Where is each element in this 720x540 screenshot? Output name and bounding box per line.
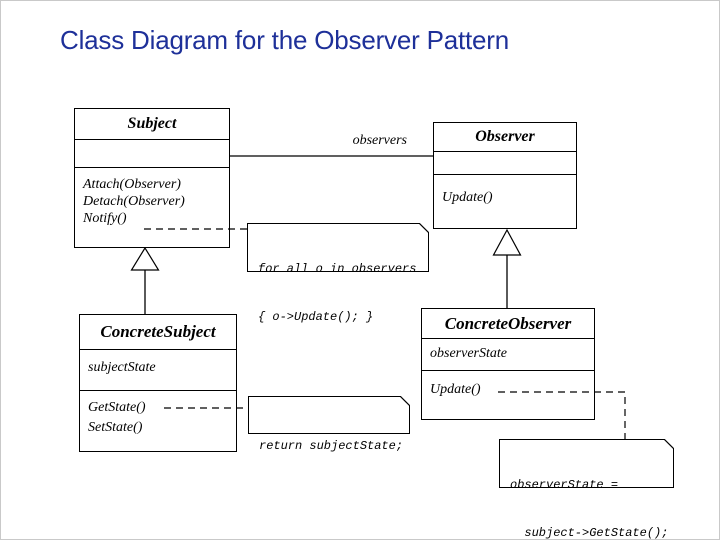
- class-name-subject: Subject: [75, 109, 229, 140]
- class-box-observer: Observer Update(): [433, 122, 577, 229]
- class-attributes-concrete-observer: observerState: [422, 339, 594, 371]
- note-notify-behavior: for all o in observers { o->Update(); }: [247, 223, 429, 324]
- class-methods-concrete-subject: GetState() SetState(): [80, 391, 236, 451]
- class-methods-concrete-observer: Update(): [422, 371, 594, 419]
- inheritance-triangle-icon: [130, 246, 160, 271]
- note-dogear-icon: [400, 396, 410, 406]
- class-attributes-subject: [75, 140, 229, 168]
- note-update-behavior: observerState = subject->GetState();: [499, 439, 674, 539]
- class-name-concrete-observer: ConcreteObserver: [422, 309, 594, 339]
- method-line: SetState(): [88, 420, 143, 435]
- note-dogear-icon: [664, 439, 674, 449]
- note-getstate-behavior: return subjectState;: [248, 396, 410, 453]
- note-dogear-icon: [419, 223, 429, 233]
- class-methods-observer: Update(): [434, 175, 576, 228]
- note-line: observerState =: [510, 478, 619, 492]
- method-line: Update(): [442, 190, 493, 205]
- note-line: { o->Update(); }: [258, 310, 374, 324]
- class-methods-subject: Attach(Observer) Detach(Observer) Notify…: [75, 168, 229, 247]
- class-box-concrete-observer: ConcreteObserver observerState Update(): [421, 308, 595, 420]
- attribute-line: subjectState: [88, 360, 156, 375]
- slide-title: Class Diagram for the Observer Pattern: [60, 25, 510, 55]
- method-line: Update(): [430, 382, 481, 397]
- note-line: return subjectState;: [259, 439, 404, 453]
- note-line: for all o in observers: [258, 262, 417, 276]
- method-line: GetState(): [88, 400, 146, 415]
- note-line: subject->GetState();: [510, 526, 669, 540]
- class-attributes-observer: [434, 152, 576, 175]
- class-name-observer: Observer: [434, 123, 576, 152]
- method-line: Detach(Observer): [83, 194, 185, 209]
- observers-role-label: observers: [352, 133, 407, 148]
- class-box-subject: Subject Attach(Observer) Detach(Observer…: [74, 108, 230, 248]
- class-name-concrete-subject: ConcreteSubject: [80, 315, 236, 350]
- inheritance-triangle-icon: [492, 228, 522, 256]
- attribute-line: observerState: [430, 346, 507, 361]
- method-line: Attach(Observer): [83, 177, 181, 192]
- class-box-concrete-subject: ConcreteSubject subjectState GetState() …: [79, 314, 237, 452]
- method-line: Notify(): [83, 211, 127, 226]
- class-attributes-concrete-subject: subjectState: [80, 350, 236, 391]
